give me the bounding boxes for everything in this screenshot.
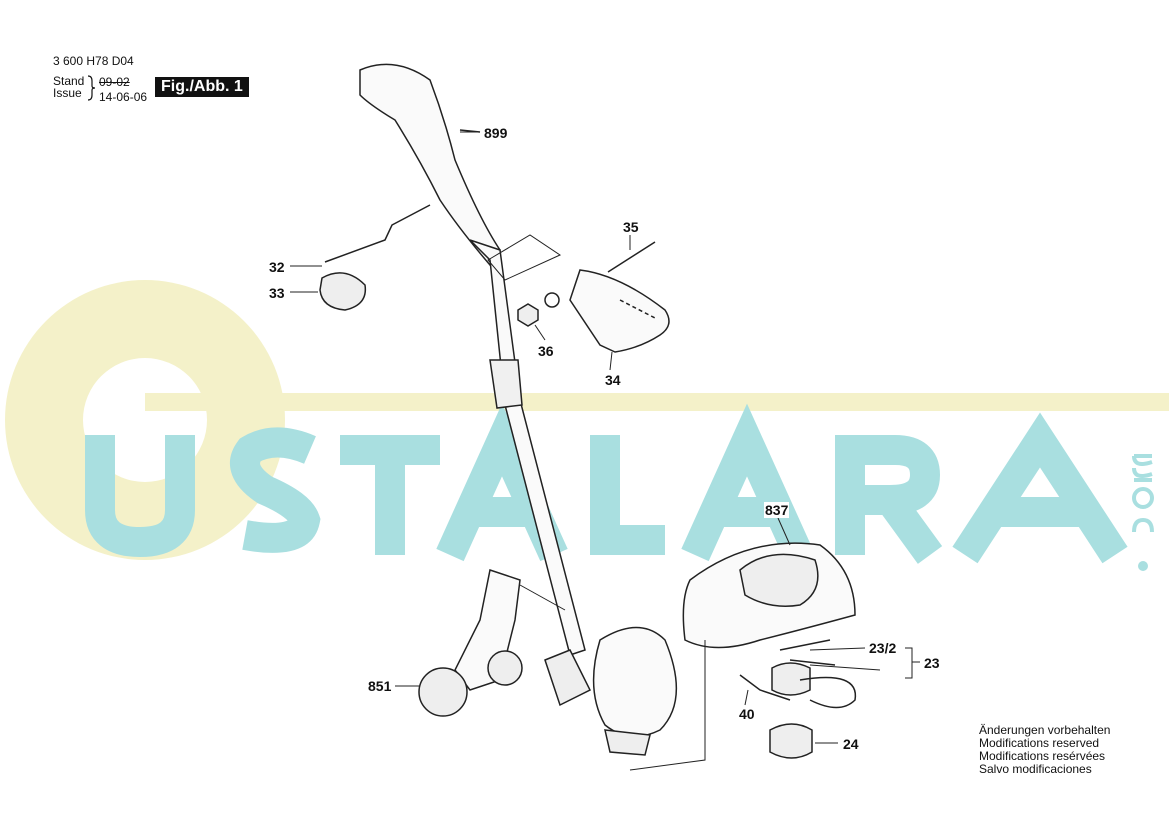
part-33 [319,272,367,311]
washer [544,292,560,308]
label-899: 899 [483,125,509,141]
old-date: 09-02 [99,75,130,89]
cap-24 [769,723,813,759]
note-fr: Modifications resérvées [979,749,1106,763]
label-33: 33 [268,285,286,301]
spring-32 [324,204,431,263]
note-es: Salvo modificaciones [979,762,1092,776]
modification-notes: Änderungen vorbehalten Modifications res… [979,724,1110,776]
part-number: 3 600 H78 D04 [53,54,134,68]
handle-899 [359,63,501,267]
label-34: 34 [604,372,622,388]
aux-handle-34 [569,269,670,353]
label-40: 40 [738,706,756,722]
label-23-2: 23/2 [868,640,898,656]
label-35: 35 [622,219,640,235]
label-23: 23 [923,655,941,671]
wheel [418,667,468,717]
spool-23 [771,662,811,696]
label-36: 36 [537,343,555,359]
brace [87,75,96,101]
label-24: 24 [842,736,860,752]
issue-date: 14-06-06 [99,90,148,104]
shaft [469,239,586,656]
figure-label: Fig./Abb. 1 [155,77,249,97]
note-en: Modifications reserved [979,736,1100,750]
blade-40 [739,674,791,701]
stand-label: Stand [53,74,85,88]
label-851: 851 [367,678,393,694]
motor-housing [592,626,678,738]
label-837: 837 [764,502,790,518]
note-de: Änderungen vorbehalten [979,723,1111,737]
label-32: 32 [268,259,286,275]
issue-label: Issue [53,86,82,100]
knob-36 [517,303,539,327]
line-23-2 [779,639,836,666]
bolt-35 [607,241,656,273]
